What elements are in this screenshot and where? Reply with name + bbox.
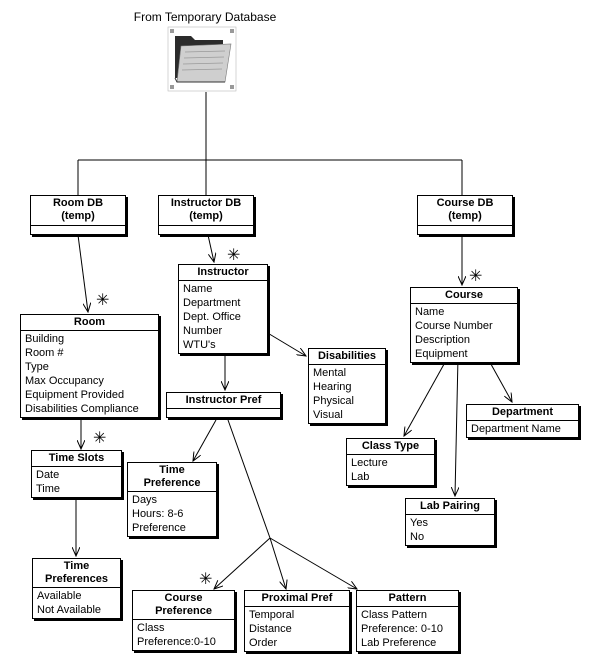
instructor-entity: Instructor Name Department Dept. Office … [178,264,268,354]
time-preference-field: Preference [132,522,186,534]
pattern-field: Preference: 0-10 [361,623,443,635]
folder-icon [167,26,237,92]
course-field: Description [415,334,471,346]
course-preference-field: Class [137,622,165,634]
room-title: Room [21,315,158,331]
instructor-field: Dept. Office [183,311,241,323]
room-field: Equipment Provided [25,389,125,401]
proximal-pref-entity: Proximal Pref Temporal Distance Order [244,590,350,652]
room-field: Room # [25,347,64,359]
pattern-entity: Pattern Class Pattern Preference: 0-10 L… [356,590,459,652]
multiplicity-marker-time-slots: ✳ [93,430,107,447]
proximal-pref-field: Order [249,637,278,649]
time-preferences-field: Not Available [37,604,102,616]
instructor-field: Number [183,325,223,337]
room-field: Max Occupancy [25,375,104,387]
multiplicity-marker-room: ✳ [96,292,110,309]
department-field: Department Name [471,423,561,435]
time-preferences-title-2: Preferences [45,573,108,585]
proximal-pref-field: Temporal [249,609,295,621]
multiplicity-marker-course: ✳ [469,268,483,285]
lab-pairing-field: No [410,531,425,543]
pattern-field: Lab Preference [361,637,437,649]
department-title: Department [467,405,578,421]
lab-pairing-title: Lab Pairing [406,499,494,515]
room-db-sublabel: (temp) [61,210,95,222]
instructor-pref-title: Instructor Pref [167,393,280,409]
time-preferences-title: Time [63,560,90,572]
class-type-entity: Class Type Lecture Lab [346,438,435,486]
disabilities-entity: Disabilities Mental Hearing Physical Vis… [308,348,386,424]
instructor-db-box: Instructor DB(temp) [158,195,254,235]
instructor-pref-entity: Instructor Pref [166,392,281,418]
disabilities-field: Physical [313,395,354,407]
pattern-title: Pattern [357,591,458,607]
pattern-field: Class Pattern [361,609,428,621]
lab-pairing-entity: Lab Pairing Yes No [405,498,495,546]
course-db-label: Course DB [436,197,494,209]
time-slots-field: Date [36,469,60,481]
disabilities-title: Disabilities [309,349,385,365]
multiplicity-marker-course-preference: ✳ [199,571,213,588]
disabilities-field: Hearing [313,381,352,393]
class-type-title: Class Type [347,439,434,455]
disabilities-field: Visual [313,409,343,421]
instructor-field: Name [183,283,213,295]
time-slots-field: Time [36,483,61,495]
course-preference-field: Preference:0-10 [137,636,216,648]
course-field: Name [415,306,445,318]
room-db-box: Room DB(temp) [30,195,126,235]
disabilities-field: Mental [313,367,347,379]
class-type-field: Lab [351,471,370,483]
diagram-title: From Temporary Database [133,10,277,24]
instructor-title: Instructor [179,265,267,281]
room-db-label: Room DB [52,197,104,209]
time-slots-title: Time Slots [32,451,121,467]
course-title: Course [411,288,517,304]
course-preference-title-2: Preference [155,605,212,617]
instructor-db-label: Instructor DB [170,197,242,209]
course-entity: Course Name Course Number Description Eq… [410,287,518,363]
room-entity: Room Building Room # Type Max Occupancy … [20,314,159,418]
course-field: Course Number [415,320,493,332]
time-preference-field: Days [132,494,158,506]
course-db-box: Course DB(temp) [417,195,513,235]
instructor-field: WTU's [183,339,216,351]
time-preference-field: Hours: 8-6 [132,508,184,520]
course-db-sublabel: (temp) [448,210,482,222]
course-preference-title: Course [164,592,203,604]
room-field: Disabilities Compliance [25,403,139,415]
time-preference-title: Time [159,464,185,476]
proximal-pref-title: Proximal Pref [245,591,349,607]
time-preference-title-2: Preference [143,477,201,489]
time-slots-entity: Time Slots Date Time [31,450,122,498]
room-field: Building [25,333,65,345]
room-field: Type [25,361,49,373]
class-type-field: Lecture [351,457,388,469]
time-preferences-field: Available [37,590,82,602]
instructor-db-sublabel: (temp) [189,210,223,222]
lab-pairing-field: Yes [410,517,428,529]
proximal-pref-field: Distance [249,623,292,635]
course-field: Equipment [415,348,468,360]
multiplicity-marker-instructor: ✳ [227,247,241,264]
instructor-field: Department [183,297,241,309]
department-entity: Department Department Name [466,404,579,438]
